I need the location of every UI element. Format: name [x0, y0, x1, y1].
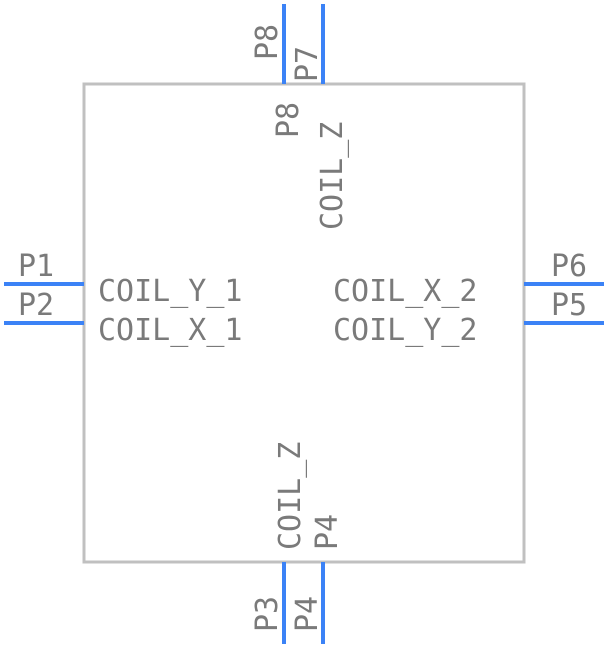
pin-label-left-top: P1	[18, 249, 54, 284]
pin-label-bottom-right: P4	[290, 596, 325, 632]
pin-label-top-left: P8	[250, 24, 285, 60]
inner-label-top-coil: COIL_Z	[315, 122, 350, 230]
pin-label-top-right: P7	[290, 46, 325, 82]
pin-label-bottom-left: P3	[250, 596, 285, 632]
inner-label-bottom-pin: P4	[310, 514, 345, 550]
inner-label-left-bottom: COIL_X_1	[98, 313, 243, 348]
pin-label-right-top: P6	[551, 249, 587, 284]
inner-label-right-bottom: COIL_Y_2	[333, 313, 478, 348]
pin-label-left-bottom: P2	[18, 288, 54, 323]
inner-label-right-top: COIL_X_2	[333, 274, 478, 309]
inner-label-bottom-coil: COIL_Z	[273, 442, 308, 550]
pin-label-right-bottom: P5	[551, 288, 587, 323]
inner-label-top-pin: P8	[271, 102, 306, 138]
inner-label-left-top: COIL_Y_1	[98, 274, 243, 309]
